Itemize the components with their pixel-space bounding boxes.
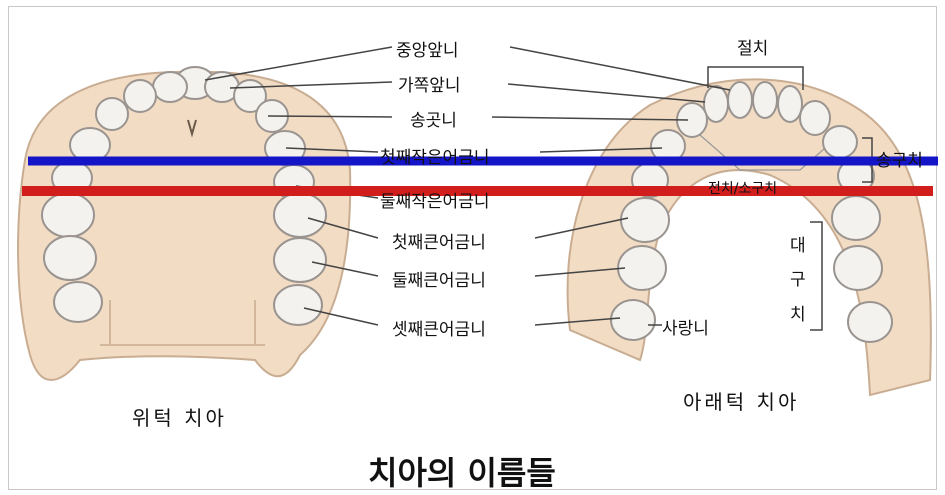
label-premolar-partial: 전치/소구치	[708, 178, 777, 198]
caption-upper-jaw: 위턱 치아	[132, 402, 227, 431]
label-third-molar: 셋째큰어금니	[392, 315, 486, 340]
label-second-molar: 둘째큰어금니	[392, 266, 486, 291]
label-central-incisor: 중앙앞니	[396, 36, 459, 61]
label-molars-char-1: 대	[790, 231, 806, 256]
label-incisors: 절치	[737, 34, 768, 59]
lower-mandible	[568, 79, 931, 395]
label-canine: 송곳니	[410, 106, 457, 131]
label-first-premolar: 첫째작은어금니	[380, 143, 489, 168]
label-canine-short: 송구치	[876, 146, 923, 171]
label-second-premolar: 둘째작은어금니	[380, 187, 489, 212]
caption-lower-jaw: 아래턱 치아	[683, 386, 799, 415]
label-first-molar: 첫째큰어금니	[392, 228, 486, 253]
diagram-title: 치아의 이름들	[368, 448, 556, 494]
label-lateral-incisor: 가쪽앞니	[398, 71, 461, 96]
label-molars-char-2: 구	[790, 265, 806, 290]
label-wisdom-tooth: 사랑니	[662, 314, 709, 339]
label-molars-char-3: 치	[790, 300, 806, 325]
